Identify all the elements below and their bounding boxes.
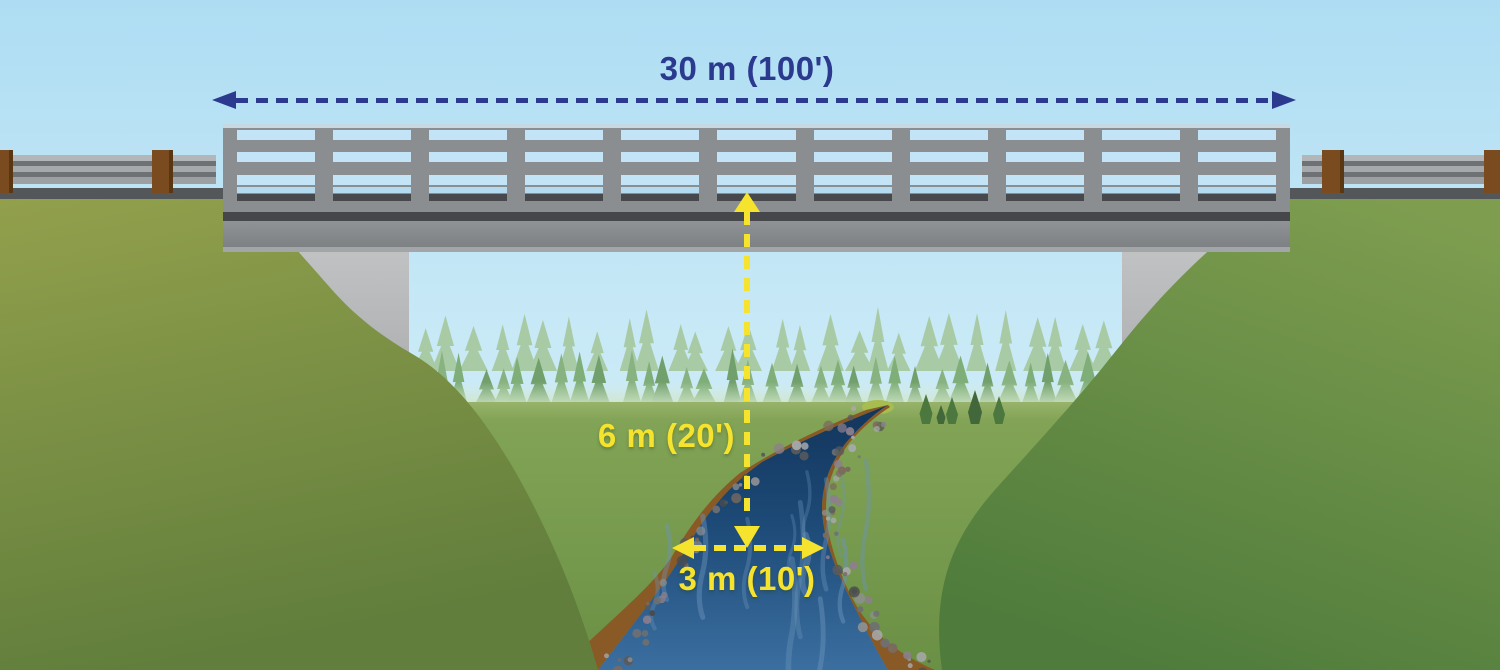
guardrail-post — [1322, 150, 1344, 193]
railing-panel — [909, 124, 988, 201]
cypress-trees — [919, 390, 1005, 424]
railing-panel — [525, 124, 604, 201]
clearance-arrow-up-icon — [734, 192, 760, 212]
span-dimension-label: 30 m (100') — [659, 50, 835, 87]
clearance-dimension-label: 6 m (20') — [597, 417, 735, 454]
guardrail-post — [1484, 150, 1500, 193]
railing-panel — [333, 124, 412, 201]
railing-panel — [1005, 124, 1084, 201]
railing-panel — [717, 124, 796, 201]
forest-back-row — [385, 305, 1150, 371]
bridge-girder — [223, 221, 1290, 247]
guardrail-left — [0, 155, 216, 184]
water-ripples — [649, 458, 871, 670]
railing-panel — [237, 124, 316, 201]
railing-panel — [1197, 124, 1277, 201]
clearance-arrow-down-icon — [734, 526, 760, 548]
channel-arrow-left-icon — [672, 537, 694, 559]
guardrail-post — [0, 150, 13, 193]
clearance-dimension-line — [744, 212, 750, 520]
meadow-haze — [405, 402, 1125, 420]
channel-dimension-label: 3 m (10') — [678, 560, 816, 597]
hill-right — [939, 199, 1500, 670]
span-arrow-right-icon — [1272, 91, 1296, 109]
bridge-deck-shadow — [223, 212, 1290, 221]
bridge — [223, 124, 1290, 252]
railing-panel — [813, 124, 892, 201]
railing-panel — [621, 124, 700, 201]
span-dimension-line — [236, 98, 1272, 103]
river-bank-left — [560, 405, 888, 670]
bridge-railing — [223, 124, 1290, 201]
railing-panel — [1101, 124, 1180, 201]
hill-left — [0, 199, 598, 670]
channel-arrow-right-icon — [802, 537, 824, 559]
span-arrow-left-icon — [212, 91, 236, 109]
railing-panel — [429, 124, 508, 201]
bank-pebbles — [604, 405, 931, 670]
guardrail-post — [152, 150, 173, 193]
channel-dimension-line — [694, 545, 802, 551]
bridge-girder-edge — [223, 247, 1290, 252]
